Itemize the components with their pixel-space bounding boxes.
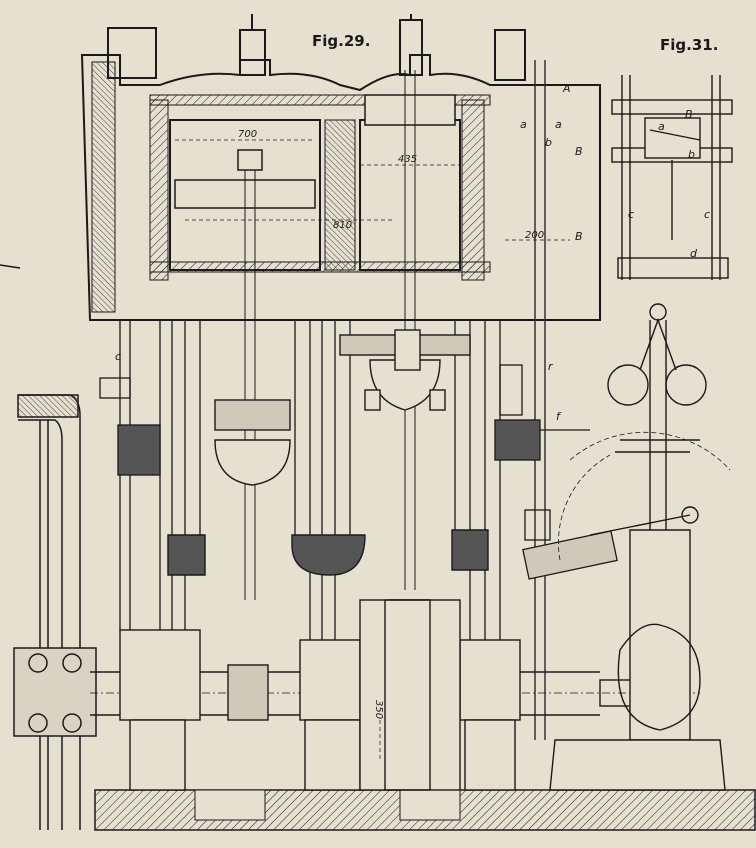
labels: Fig.29. Fig.31. 700 435 810 200 350 A B … xyxy=(115,32,718,719)
fig31-label-d: d xyxy=(690,247,698,260)
fig31-label-c-right: c xyxy=(704,208,710,221)
governor xyxy=(549,303,731,791)
label-B-lower: B xyxy=(575,230,583,243)
fig31-label-c-left: c xyxy=(628,208,634,221)
cylinder-block xyxy=(80,14,601,321)
label-a-lower: a xyxy=(555,118,562,131)
label-r: r xyxy=(548,360,554,373)
label-a-upper: a xyxy=(520,118,527,131)
fig31-inset xyxy=(611,75,733,280)
pistons xyxy=(174,70,456,600)
dimension-435: 435 xyxy=(398,154,417,165)
central-crank xyxy=(359,599,461,791)
fig31-label-B: B xyxy=(685,108,693,121)
fig31-label-b: b xyxy=(688,148,695,161)
dimension-lines xyxy=(175,139,570,760)
dimension-700: 700 xyxy=(238,129,257,140)
label-B-upper: B xyxy=(575,145,583,158)
label-f: f xyxy=(556,410,562,423)
label-c-left: c xyxy=(115,350,121,363)
crossheads xyxy=(167,329,489,576)
label-A: A xyxy=(562,82,571,95)
fig31-title: Fig.31. xyxy=(660,36,718,54)
valve-gear xyxy=(99,364,618,580)
dimension-350: 350 xyxy=(373,700,384,719)
fig31-label-a: a xyxy=(658,120,665,133)
label-b: b xyxy=(545,136,552,149)
flywheel xyxy=(0,264,97,830)
dimension-200: 200 xyxy=(525,230,544,241)
fig29-title: Fig.29. xyxy=(312,32,370,50)
foundation xyxy=(94,789,756,831)
guide-columns xyxy=(119,60,546,740)
dimension-810: 810 xyxy=(333,220,352,231)
